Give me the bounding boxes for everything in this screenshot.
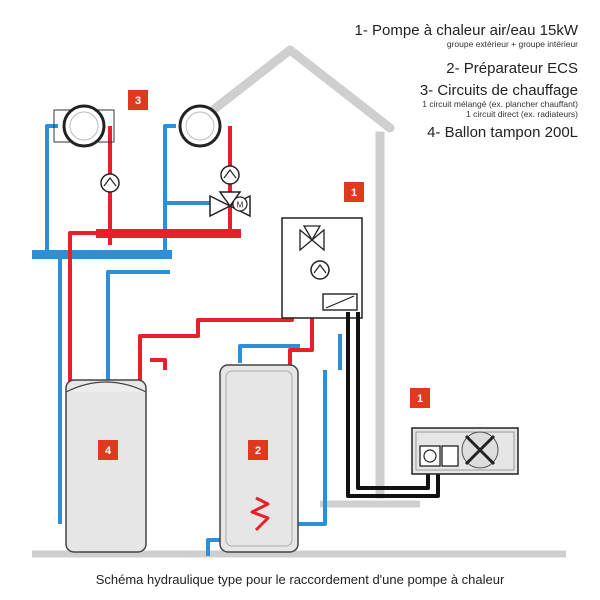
cold-pipes [45, 124, 342, 556]
circulator-pump-right [220, 165, 240, 185]
badge-1-indoor: 1 [344, 182, 364, 202]
svg-text:4: 4 [105, 445, 112, 457]
indoor-pump [310, 260, 330, 280]
legend-item-3-title: 3- Circuits de chauffage [419, 82, 578, 99]
badge-2: 2 [248, 440, 268, 460]
dhw-coil [250, 496, 270, 532]
svg-text:3: 3 [135, 95, 141, 107]
badge-3: 3 [128, 90, 148, 110]
refrigerant-lines [346, 312, 440, 498]
badge-1-outdoor: 1 [410, 388, 430, 408]
badge-4: 4 [98, 440, 118, 460]
diagram-caption: Schéma hydraulique type pour le raccorde… [95, 572, 505, 587]
legend-item-1-sub: groupe extérieur + groupe intérieur [446, 39, 578, 49]
buffer-tank [65, 379, 147, 553]
legend-item-1-title: 1- Pompe à chaleur air/eau 15kW [354, 22, 578, 39]
circulator-pump-left [100, 173, 120, 193]
valve-motor-label: M [237, 201, 244, 210]
legend-item-1: 1- Pompe à chaleur air/eau 15kW groupe e… [355, 22, 578, 49]
legend-item-3-sub1: 1 circuit mélangé (ex. plancher chauffan… [422, 99, 578, 109]
legend-item-2: 2- Préparateur ECS [446, 60, 578, 77]
hot-manifold [96, 229, 241, 238]
heat-emitter-right [178, 104, 222, 148]
cold-manifold [32, 250, 172, 259]
indoor-3way-valve [299, 225, 325, 252]
legend-item-2-title: 2- Préparateur ECS [446, 60, 578, 77]
legend-item-3-sub2: 1 circuit direct (ex. radiateurs) [466, 109, 578, 119]
legend-item-4: 4- Ballon tampon 200L [427, 124, 578, 141]
legend-item-3: 3- Circuits de chauffage 1 circuit mélan… [420, 82, 578, 119]
svg-text:1: 1 [351, 187, 357, 199]
mixing-valve: M [209, 191, 251, 218]
svg-text:1: 1 [417, 393, 423, 405]
svg-text:2: 2 [255, 445, 261, 457]
heat-emitter-left [53, 104, 115, 148]
plate-heat-exchanger [322, 293, 358, 311]
outdoor-unit [411, 427, 519, 475]
legend-item-4-title: 4- Ballon tampon 200L [427, 124, 578, 141]
